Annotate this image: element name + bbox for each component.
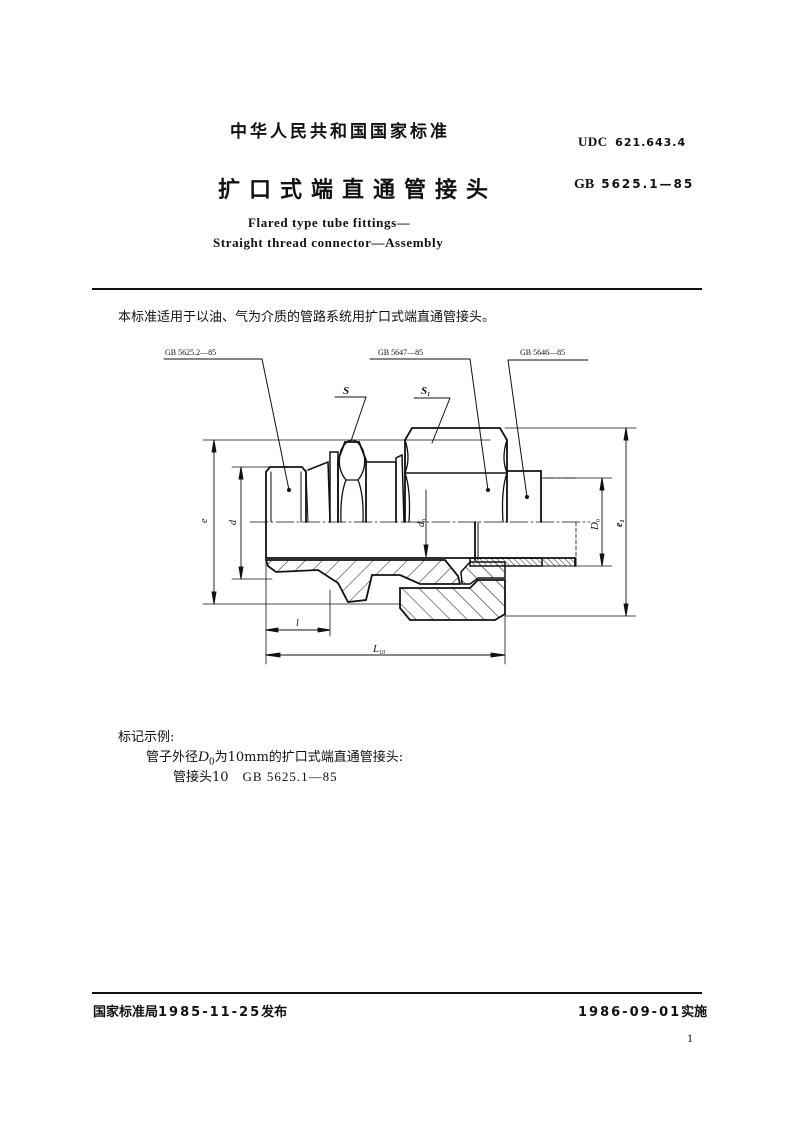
gb-label: GB <box>574 177 595 192</box>
effective-date: 1986-09-01 <box>578 1005 682 1020</box>
nut-section <box>399 579 506 621</box>
dim-label-d: d <box>228 519 239 525</box>
issue-date: 1985-11-25 <box>158 1005 262 1020</box>
tube-wall-extension <box>541 557 577 567</box>
callout-gb5625-2 <box>163 358 291 492</box>
document-title-cn: 扩口式端直通管接头 <box>218 178 498 203</box>
body-collar <box>395 453 405 523</box>
udc-number: 621.643.4 <box>615 136 687 149</box>
document-title-en-line1: Flared type tube fittings— <box>248 215 411 230</box>
effective-info: 1986-09-01实施 <box>578 1001 707 1020</box>
dim-label-d0: d0 <box>416 519 428 527</box>
footer-divider <box>92 992 702 994</box>
document-title-en-line2: Straight thread connector—Assembly <box>213 235 444 250</box>
body-thread-end <box>265 466 309 523</box>
callout-text-3: GB 5646—85 <box>520 348 565 357</box>
extension-lines <box>202 427 637 665</box>
assembly-drawing: GB 5625.2—85 GB 5647—85 GB 5646—85 S S1 <box>163 348 637 665</box>
leader-s1 <box>413 397 451 444</box>
standard-org-heading: 中华人民共和国国家标准 <box>230 122 450 142</box>
page-number: 1 <box>687 1031 693 1045</box>
issuer: 国家标准局 <box>93 1005 159 1020</box>
code-standard: GB 5625.1—85 <box>242 769 338 784</box>
example-var: D <box>198 749 209 765</box>
gb-number: 5625.1—85 <box>601 177 695 191</box>
callout-text-2: GB 5647—85 <box>378 348 423 357</box>
udc-code: UDC 621.643.4 <box>578 134 686 150</box>
effective-suffix: 实施 <box>681 1005 708 1020</box>
callout-gb5646 <box>507 359 589 499</box>
header-divider <box>92 288 702 290</box>
dim-label-l: l <box>296 618 299 629</box>
body-section <box>264 559 462 603</box>
nut-hex-s1 <box>404 427 508 523</box>
issue-info: 国家标准局1985-11-25发布 <box>93 1001 287 1020</box>
marking-example-heading: 标记示例: <box>118 730 175 745</box>
dim-label-e: e <box>199 518 210 523</box>
body-neck <box>365 461 397 523</box>
dim-label-L10: L10 <box>372 643 385 656</box>
example-text-post: 为10mm的扩口式端直通管接头: <box>214 750 404 765</box>
dim-label-e1: e1 <box>614 520 626 527</box>
scope-paragraph: 本标准适用于以油、气为介质的管路系统用扩口式端直通管接头。 <box>118 310 496 325</box>
body-taper <box>307 460 331 523</box>
callout-text-1: GB 5625.2—85 <box>165 348 216 357</box>
marking-example-code: 管接头10 GB 5625.1—85 <box>173 766 338 785</box>
marking-example-description: 管子外径D0为10mm的扩口式端直通管接头: <box>146 746 403 768</box>
callout-gb5647 <box>369 358 490 492</box>
dimension-lines <box>211 427 629 658</box>
example-text-pre: 管子外径 <box>146 750 199 765</box>
body-hex-s <box>337 439 367 523</box>
label-s1: S1 <box>421 385 430 398</box>
example-var-sub: 0 <box>208 757 215 768</box>
tube-wall-section <box>469 557 543 567</box>
dim-label-D0: D0 <box>589 519 602 531</box>
udc-label: UDC <box>578 134 608 149</box>
gb-code: GB 5625.1—85 <box>574 177 694 193</box>
label-s: S <box>343 385 349 397</box>
sleeve-outline <box>506 470 542 523</box>
issue-suffix: 发布 <box>261 1005 288 1020</box>
body-flange <box>329 451 339 523</box>
code-prefix: 管接头10 <box>173 770 229 785</box>
leader-s <box>334 396 367 442</box>
